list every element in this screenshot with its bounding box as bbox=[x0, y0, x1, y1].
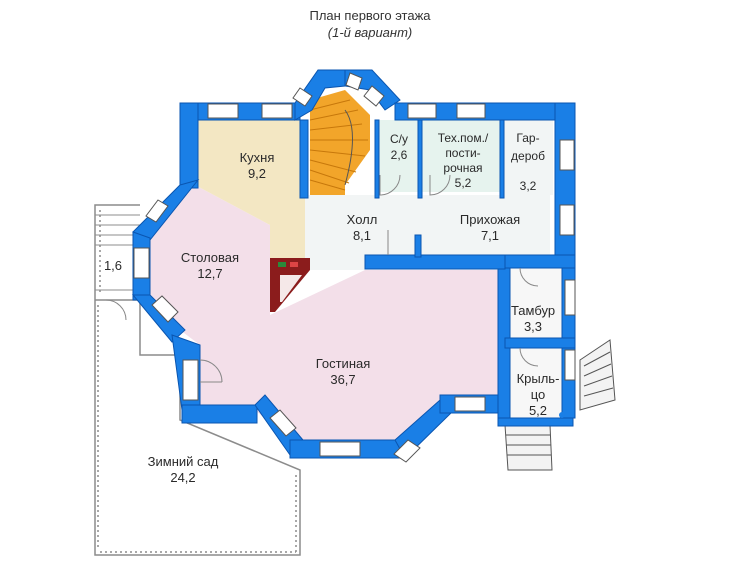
tech-name-line1: Тех.пом./ bbox=[438, 131, 489, 145]
wardrobe-name-line1: Гар- bbox=[516, 131, 539, 145]
tambour-name: Тамбур bbox=[511, 303, 555, 318]
living-area: 36,7 bbox=[330, 372, 355, 387]
winter-garden-outline bbox=[94, 204, 301, 556]
plan-subtitle: (1-й вариант) bbox=[327, 25, 413, 40]
dining-area: 12,7 bbox=[197, 266, 222, 281]
tambour-area: 3,3 bbox=[524, 319, 542, 334]
wardrobe-area: 3,2 bbox=[520, 179, 537, 193]
room-labels: Кухня 9,2 С/у 2,6 Тех.пом./ пости- рочна… bbox=[104, 131, 559, 485]
wc-name: С/у bbox=[390, 132, 408, 146]
fireplace bbox=[270, 258, 310, 312]
entry-name: Прихожая bbox=[460, 212, 520, 227]
kitchen-area: 9,2 bbox=[248, 166, 266, 181]
winter-garden-name: Зимний сад bbox=[148, 454, 219, 469]
tech-name-line2: пости- bbox=[445, 146, 480, 160]
entrance-marker bbox=[559, 412, 565, 418]
porch-area: 5,2 bbox=[529, 403, 547, 418]
tech-area: 5,2 bbox=[455, 176, 472, 190]
plan-title: План первого этажа bbox=[309, 8, 431, 23]
dining-name: Столовая bbox=[181, 250, 239, 265]
entry-area: 7,1 bbox=[481, 228, 499, 243]
floors bbox=[150, 120, 573, 440]
porch-name-line1: Крыль- bbox=[517, 371, 560, 386]
wardrobe-name-line2: дероб bbox=[511, 149, 545, 163]
main-staircase bbox=[309, 90, 370, 195]
tech-name-line3: рочная bbox=[443, 161, 482, 175]
windows bbox=[133, 72, 576, 463]
doors bbox=[105, 174, 539, 383]
hall-name: Холл bbox=[347, 212, 378, 227]
small-porch-area: 1,6 bbox=[104, 258, 122, 273]
wc-area: 2,6 bbox=[391, 148, 408, 162]
porch-name-line2: цо bbox=[531, 387, 546, 402]
hall-area: 8,1 bbox=[353, 228, 371, 243]
living-name: Гостиная bbox=[316, 356, 371, 371]
kitchen-name: Кухня bbox=[240, 150, 275, 165]
right-porch-steps bbox=[504, 339, 616, 471]
winter-garden-area: 24,2 bbox=[170, 470, 195, 485]
